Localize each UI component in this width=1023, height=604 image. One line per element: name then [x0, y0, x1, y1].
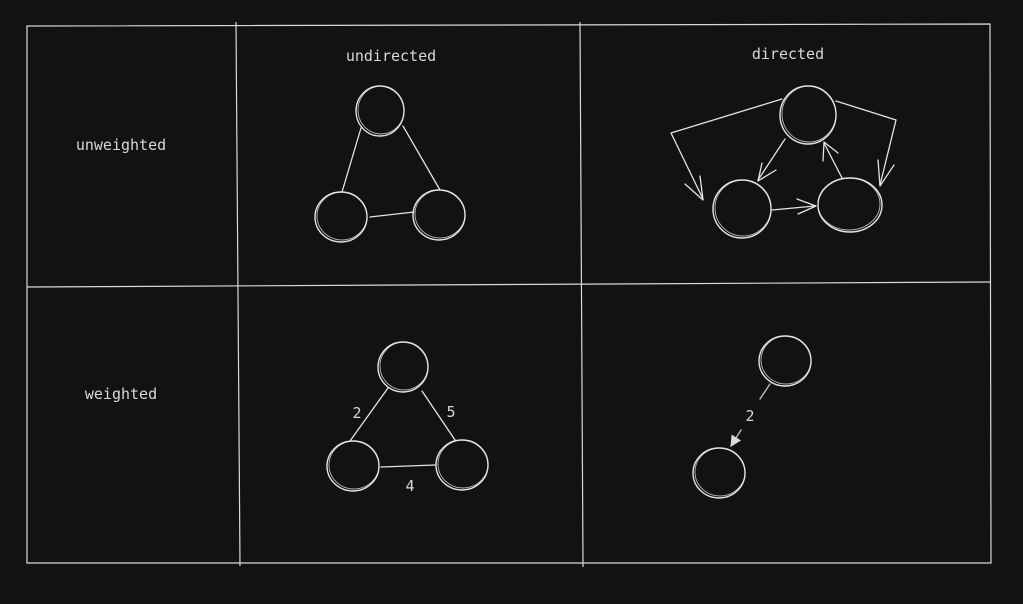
- graph-node-sketch-stroke: [694, 447, 746, 497]
- graph-edge-directed: [757, 138, 786, 181]
- graph-edge: [341, 127, 362, 193]
- graph-node-sketch-stroke: [437, 439, 489, 489]
- graph-node-sketch-stroke: [760, 335, 812, 385]
- col-divider-1: [235, 21, 241, 567]
- graph-edge-directed: [670, 98, 783, 200]
- graph-edge-directed: [823, 142, 843, 179]
- arrowhead: [684, 175, 704, 201]
- graph-node-sketch-stroke: [781, 85, 837, 143]
- graph-edge: [402, 125, 441, 191]
- graph-node: [314, 191, 368, 243]
- arrowhead: [822, 141, 839, 162]
- edge-weight-label: 2: [352, 404, 361, 422]
- graph-node-sketch-stroke: [379, 341, 429, 391]
- column-header-directed: directed: [752, 45, 824, 63]
- graph-edge-directed: [835, 100, 897, 186]
- graph-node-sketch-stroke: [817, 177, 881, 231]
- edge-weight-label: 5: [446, 403, 455, 421]
- arrowhead: [796, 198, 817, 215]
- graph-node: [326, 440, 380, 492]
- graph-edge-directed: [759, 383, 771, 400]
- graph-node: [817, 177, 883, 233]
- table-grid: [26, 21, 992, 568]
- graph-node: [355, 85, 405, 137]
- arrowhead: [877, 159, 895, 187]
- graph-edge: [349, 387, 389, 442]
- col-divider-2: [579, 21, 584, 568]
- row-header-weighted: weighted: [85, 385, 157, 403]
- column-header-undirected: undirected: [346, 47, 436, 65]
- graph-edge: [421, 390, 456, 441]
- graph-node-sketch-stroke: [414, 189, 466, 239]
- edge-weight-label: 4: [405, 477, 414, 495]
- graph-node-sketch-stroke: [357, 85, 405, 135]
- graph-edge: [369, 211, 415, 218]
- row-divider: [26, 281, 991, 288]
- graph-node: [758, 335, 812, 387]
- graph-edge-directed-arrow: [730, 429, 742, 447]
- graph-node-sketch-stroke: [316, 191, 368, 241]
- graph-node: [712, 179, 772, 239]
- graph-edge: [380, 464, 436, 468]
- graph-node: [435, 439, 489, 491]
- row-header-unweighted: unweighted: [76, 136, 166, 154]
- graph-node: [412, 189, 466, 241]
- graph-node: [377, 341, 429, 393]
- graph-weighted-directed: 2: [692, 335, 812, 499]
- edge-weight-label: 2: [745, 407, 754, 425]
- graph-unweighted-directed: [670, 85, 897, 239]
- graph-unweighted-undirected: [314, 85, 466, 243]
- graph-node-sketch-stroke: [328, 440, 380, 490]
- graph-node: [779, 85, 837, 145]
- graph-node: [692, 447, 746, 499]
- graph-edge-directed: [771, 205, 816, 211]
- graph-weighted-undirected: 2 5 4: [326, 341, 489, 495]
- arrowhead: [757, 162, 777, 182]
- table-border: [26, 23, 992, 564]
- graph-node-sketch-stroke: [714, 179, 772, 237]
